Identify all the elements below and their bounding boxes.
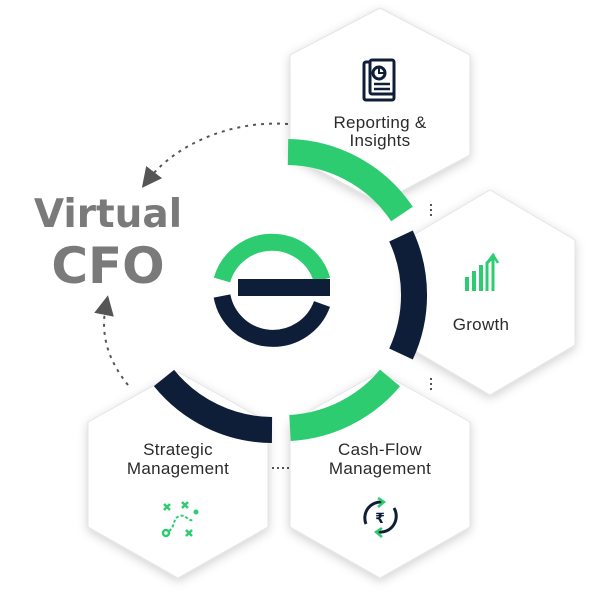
strategy-plan-icon: [161, 501, 199, 538]
hex-label-strategic-line1: Strategic: [143, 440, 213, 459]
ring-arc-green-top: [287, 139, 413, 222]
dotted-arrow-bottom: [94, 295, 129, 386]
hex-label-cashflow-line1: Cash-Flow: [338, 440, 422, 459]
progress-ring: [153, 139, 427, 443]
svg-text:₹: ₹: [375, 511, 385, 527]
hexagon-growth: [404, 189, 576, 396]
hex-label-reporting-line1: Reporting &: [333, 113, 426, 132]
title-virtual: Virtual: [34, 192, 182, 237]
report-document-icon: [362, 58, 396, 102]
ring-arc-navy-right: [389, 230, 427, 360]
rupee-cycle-icon: ₹: [363, 496, 398, 538]
title-cfo: CFO: [51, 237, 164, 295]
hex-label-reporting-line2: Insights: [350, 131, 411, 150]
dotted-arrow-top: [141, 122, 289, 188]
hex-label-growth: Growth: [453, 315, 510, 334]
hex-label-cashflow-line2: Management: [329, 459, 431, 478]
ring-arc-navy-bottom: [153, 369, 273, 443]
growth-chart-icon: [465, 252, 500, 291]
hex-label-strategic-line2: Management: [127, 459, 229, 478]
stylized-g-logo-icon: [213, 233, 331, 347]
ring-arc-green-bottom: [288, 369, 400, 441]
